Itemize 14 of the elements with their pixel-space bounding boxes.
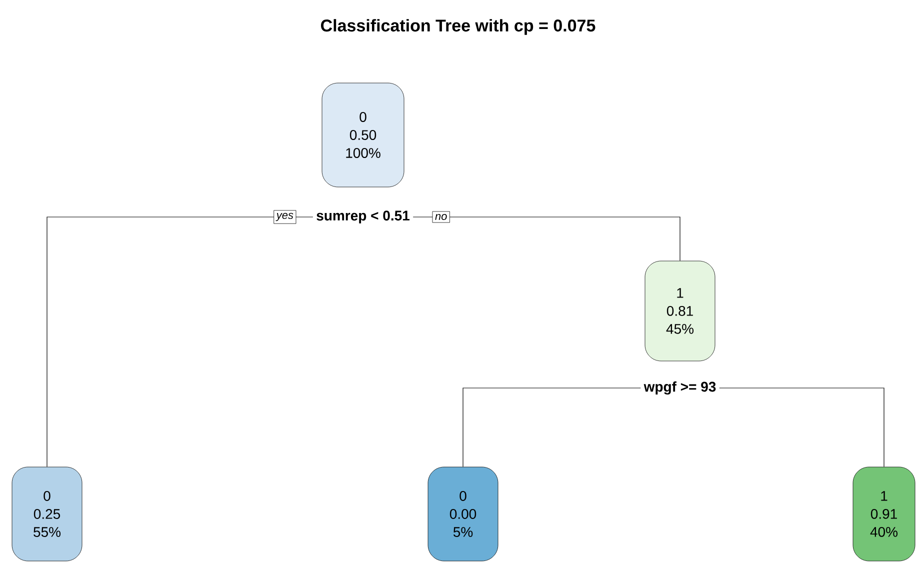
branch-label: no [432, 211, 450, 223]
tree-branch [412, 216, 680, 262]
split-label: wpgf >= 93 [644, 381, 716, 395]
tree-node: 0 0.00 5% [428, 466, 498, 562]
tree-branch [719, 388, 884, 468]
branch-label: yes [274, 210, 296, 224]
tree-node: 1 0.91 40% [852, 466, 916, 562]
split-label: sumrep < 0.51 [316, 210, 410, 224]
tree-node: 0 0.25 55% [12, 466, 82, 562]
tree-branch [462, 388, 641, 468]
tree-node: 0 0.50 100% [322, 82, 404, 188]
tree-node: 1 0.81 45% [644, 260, 716, 362]
title: Classification Tree with cp = 0.075 [320, 19, 596, 35]
tree-branch [46, 216, 314, 468]
